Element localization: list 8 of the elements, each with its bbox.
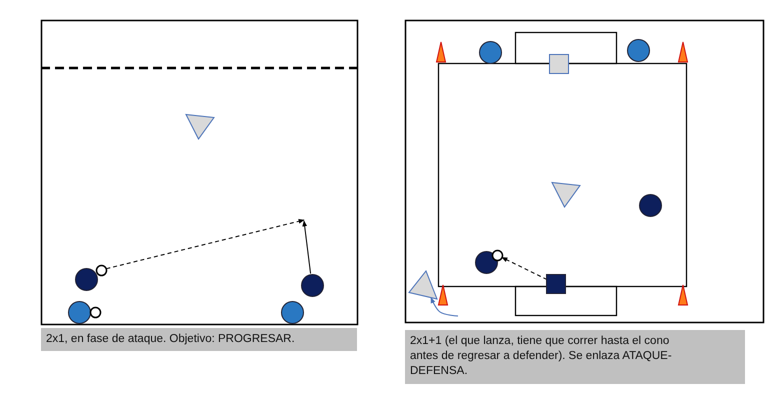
caption-box (405, 330, 745, 384)
caption-text: 2x1+1 (el que lanza, tiene que correr hasta el cono antes de regresar a defender). Se enlaza ATAQUE-DEFENSA. (410, 334, 673, 379)
caption-box (41, 328, 357, 351)
arrow (106, 218, 305, 270)
caption-text: 2x1, en fase de ataque. Objetivo: PROGRESAR. (46, 332, 296, 347)
arrow (430, 297, 458, 316)
arrow (501, 256, 548, 280)
arrow (302, 220, 312, 274)
